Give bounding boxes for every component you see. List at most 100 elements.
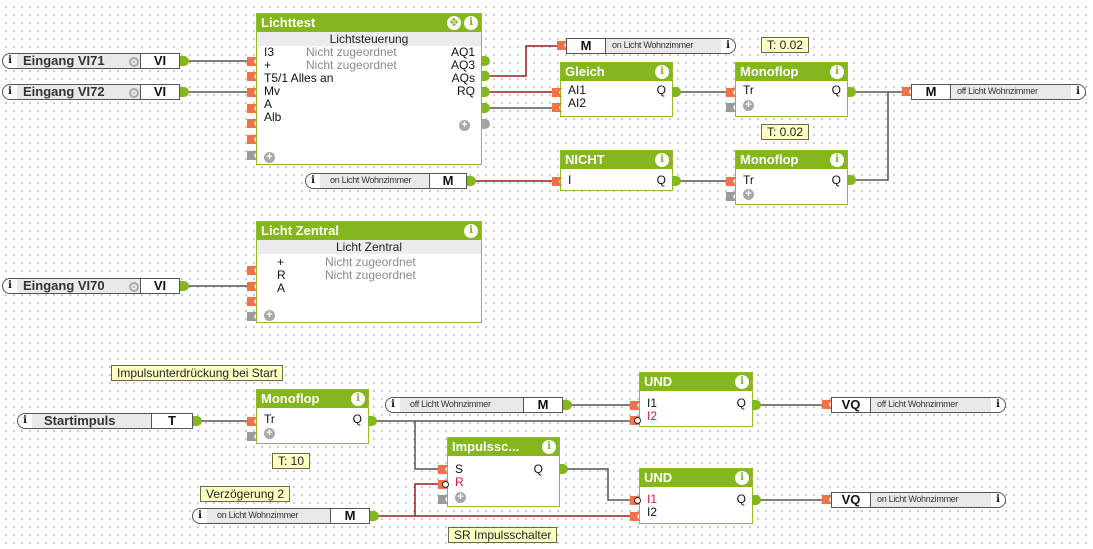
info-icon[interactable]: i bbox=[996, 494, 1000, 505]
output-port[interactable] bbox=[481, 56, 490, 66]
info-icon[interactable]: i bbox=[198, 510, 202, 521]
info-icon[interactable]: i bbox=[655, 153, 669, 167]
input-port[interactable] bbox=[552, 177, 562, 186]
input-port[interactable] bbox=[247, 266, 257, 275]
info-icon[interactable]: i bbox=[996, 399, 1000, 410]
info-icon[interactable]: i bbox=[351, 392, 365, 406]
input-connector-vi72[interactable]: i Eingang VI72 VI bbox=[2, 84, 180, 100]
info-icon[interactable]: i bbox=[311, 175, 315, 186]
input-port[interactable] bbox=[552, 103, 562, 112]
input-connector-startimpuls[interactable]: i Startimpuls T bbox=[17, 413, 193, 429]
output-port[interactable] bbox=[193, 416, 202, 426]
input-port[interactable] bbox=[726, 177, 736, 186]
block-header[interactable]: Impulssc...i bbox=[448, 438, 559, 456]
info-icon[interactable]: i bbox=[8, 86, 12, 97]
add-input-icon[interactable]: + bbox=[264, 152, 275, 163]
output-port[interactable] bbox=[752, 495, 761, 505]
input-port[interactable] bbox=[247, 119, 257, 128]
output-connector-vq-off[interactable]: VQ off Licht Wohnzimmer i bbox=[831, 397, 1006, 413]
output-port[interactable] bbox=[180, 281, 189, 291]
info-icon[interactable]: i bbox=[464, 16, 478, 30]
output-port[interactable] bbox=[180, 87, 189, 97]
info-icon[interactable]: i bbox=[8, 55, 12, 66]
output-port[interactable] bbox=[481, 71, 490, 81]
input-port[interactable] bbox=[822, 495, 832, 504]
info-icon[interactable]: i bbox=[735, 375, 749, 389]
output-connector-m-on[interactable]: M on Licht Wohnzimmer i bbox=[566, 38, 736, 54]
output-connector-vq-on[interactable]: VQ on Licht Wohnzimmer i bbox=[831, 492, 1006, 508]
settings-icon[interactable] bbox=[129, 88, 139, 98]
input-connector-on-licht-wohnzimmer-2[interactable]: i on Licht Wohnzimmer M bbox=[192, 508, 370, 524]
output-port[interactable] bbox=[559, 464, 568, 474]
input-port[interactable] bbox=[822, 400, 832, 409]
input-port[interactable] bbox=[557, 41, 567, 50]
input-port[interactable] bbox=[247, 72, 257, 81]
output-port[interactable] bbox=[672, 176, 681, 186]
input-connector-off-licht-wohnzimmer[interactable]: i off Licht Wohnzimmer M bbox=[385, 397, 563, 413]
add-input-icon[interactable]: + bbox=[264, 428, 275, 439]
add-input-port[interactable] bbox=[247, 151, 257, 160]
add-input-port[interactable] bbox=[438, 495, 448, 504]
output-port[interactable] bbox=[370, 511, 379, 521]
add-input-icon[interactable]: + bbox=[455, 492, 466, 503]
add-output-icon[interactable]: + bbox=[459, 120, 470, 131]
output-port[interactable] bbox=[180, 56, 189, 66]
input-port[interactable] bbox=[726, 88, 736, 97]
add-input-port[interactable] bbox=[726, 192, 736, 201]
block-header[interactable]: Lichttest ✥ i bbox=[257, 14, 481, 32]
output-port[interactable] bbox=[481, 87, 490, 97]
input-port[interactable] bbox=[247, 135, 257, 144]
input-connector-vi71[interactable]: i Eingang VI71 VI bbox=[2, 53, 180, 69]
info-icon[interactable]: i bbox=[542, 440, 556, 454]
input-port[interactable] bbox=[438, 465, 448, 474]
add-output-port[interactable] bbox=[481, 119, 490, 129]
input-port[interactable] bbox=[630, 401, 640, 410]
input-port[interactable] bbox=[247, 297, 257, 306]
output-port[interactable] bbox=[368, 416, 377, 426]
info-icon[interactable]: i bbox=[8, 280, 12, 291]
input-port[interactable] bbox=[552, 88, 562, 97]
settings-icon[interactable] bbox=[129, 57, 139, 67]
output-port[interactable] bbox=[467, 176, 476, 186]
info-icon[interactable]: i bbox=[655, 65, 669, 79]
info-icon[interactable]: i bbox=[735, 471, 749, 485]
info-icon[interactable]: i bbox=[23, 415, 27, 426]
output-port[interactable] bbox=[752, 400, 761, 410]
output-port[interactable] bbox=[847, 175, 856, 185]
output-port[interactable] bbox=[672, 87, 681, 97]
add-input-port[interactable] bbox=[247, 312, 257, 321]
info-icon[interactable]: i bbox=[726, 40, 730, 51]
output-port[interactable] bbox=[847, 87, 856, 97]
input-port[interactable] bbox=[247, 104, 257, 113]
input-connector-vi70[interactable]: i Eingang VI70 VI bbox=[2, 278, 180, 294]
info-icon[interactable]: i bbox=[1076, 86, 1080, 97]
add-input-port[interactable] bbox=[726, 103, 736, 112]
add-input-icon[interactable]: + bbox=[743, 100, 754, 111]
move-icon[interactable]: ✥ bbox=[447, 16, 461, 30]
input-port[interactable] bbox=[630, 512, 640, 521]
info-icon[interactable]: i bbox=[830, 153, 844, 167]
info-icon[interactable]: i bbox=[830, 65, 844, 79]
input-port[interactable] bbox=[247, 282, 257, 291]
add-input-port[interactable] bbox=[247, 432, 257, 441]
info-icon[interactable]: i bbox=[464, 224, 478, 238]
add-input-icon[interactable]: + bbox=[743, 189, 754, 200]
